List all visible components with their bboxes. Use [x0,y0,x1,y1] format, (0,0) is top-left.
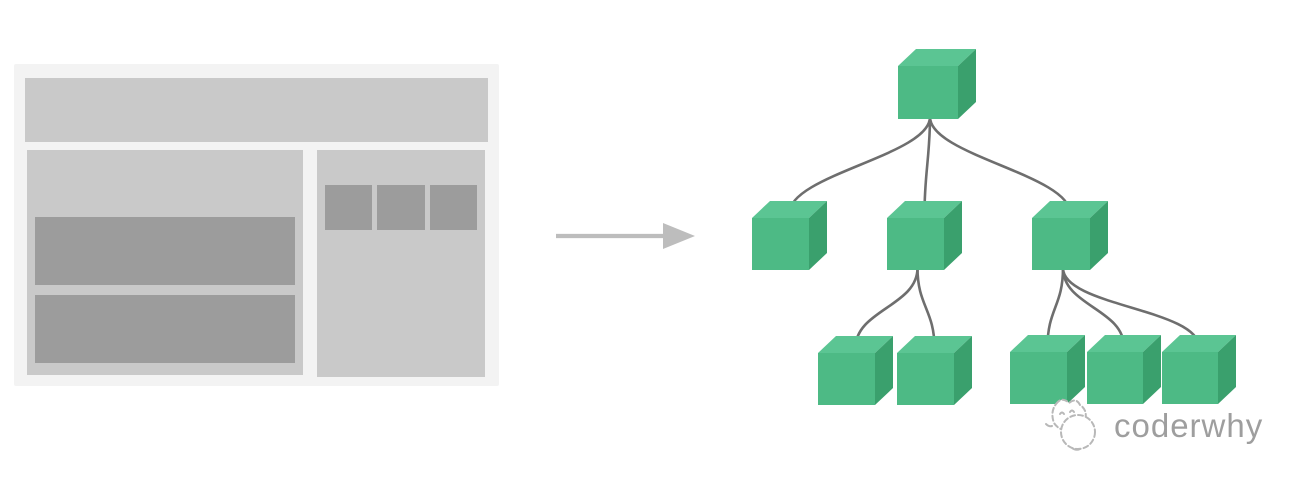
transform-arrow-icon [556,223,695,249]
cube-front-face [1010,352,1067,404]
cube-side-face [954,336,972,405]
wireframe-content-row-1 [35,217,295,285]
watermark-text: coderwhy [1114,407,1264,444]
cube-top-face [1032,201,1108,218]
tree-edge-root-child-1 [788,115,932,215]
tree-edge-root-child-2 [923,115,932,215]
cube-side-face [1143,335,1161,404]
wireframe-sidebar-item-2 [377,185,425,230]
cube-front-face [1087,352,1143,404]
cube-front-face [897,353,954,405]
wireframe-sidebar-panel [317,150,485,377]
wireframe-content-row-2 [35,295,295,363]
cube-top-face [897,336,972,353]
cube-top-face [818,336,893,353]
wireframe-header-block [25,78,488,142]
cube-top-face [1162,335,1236,352]
cube-front-face [818,353,875,405]
cube-side-face [1067,335,1085,404]
browser-wireframe [14,64,499,386]
coderwhy-logo-icon [1045,398,1096,451]
tree-edge-child-3-grandchild-3-3 [1061,266,1201,349]
cube-top-face [752,201,827,218]
watermark: coderwhy [1042,394,1263,458]
cube-side-face [944,201,962,270]
wireframe-sidebar-item-1 [325,185,372,230]
tree-node-grandchild-2-1 [818,336,893,405]
tree-node-grandchild-2-2 [897,336,972,405]
cube-top-face [1010,335,1085,352]
tree-node-child-2 [887,201,962,270]
tree-node-grandchild-3-2 [1087,335,1161,404]
cube-side-face [875,336,893,405]
cube-top-face [1087,335,1161,352]
cube-front-face [752,218,809,270]
arrow-head [663,223,695,249]
cube-front-face [887,218,944,270]
wireframe-sidebar-item-3 [430,185,477,230]
cube-top-face [898,49,976,66]
tree-node-child-1 [752,201,827,270]
cube-side-face [958,49,976,119]
cube-side-face [1218,335,1236,404]
tree-node-child-3 [1032,201,1108,270]
cube-side-face [1090,201,1108,270]
cube-front-face [898,66,958,119]
wireframe-content-panel [27,150,303,375]
tree-node-root [898,49,976,119]
cube-front-face [1032,218,1090,270]
cube-side-face [809,201,827,270]
cube-top-face [887,201,962,218]
tree-edge-root-child-3 [928,115,1072,215]
tree-node-grandchild-3-3 [1162,335,1236,404]
tree-node-grandchild-3-1 [1010,335,1085,404]
cube-front-face [1162,352,1218,404]
